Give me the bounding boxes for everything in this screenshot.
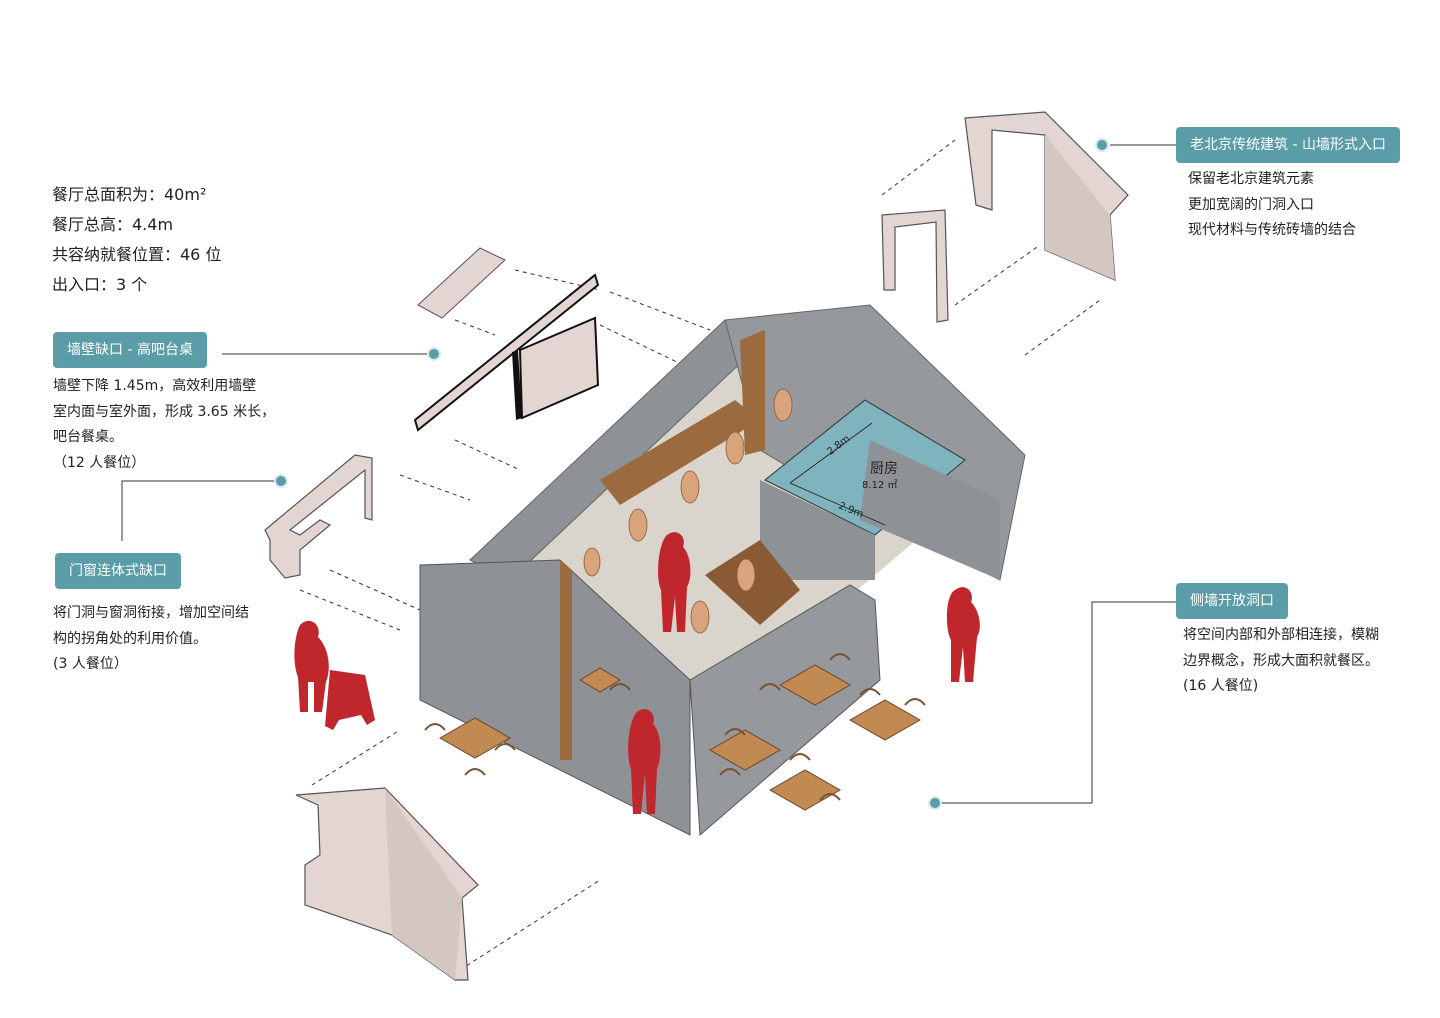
exploded-gable-side — [295, 787, 479, 981]
kitchen-area: 8.12 ㎡ — [862, 480, 898, 491]
stat-entrances: 出入口：3 个 — [52, 275, 148, 294]
side-desc-line: 边界概念，形成大面积就餐区。 — [1183, 652, 1379, 669]
window-desc-line: 将门洞与窗洞衔接，增加空间结 — [53, 605, 249, 621]
window-callout-tag: 门窗连体式缺口 — [55, 553, 181, 589]
entrance-desc-line: 更加宽阔的门洞入口 — [1188, 196, 1314, 213]
dining-tables — [438, 664, 922, 811]
restaurant-stats: 餐厅总面积为：40m² 餐厅总高：4.4m 共容纳就餐位置：46 位 出入口：3… — [52, 180, 221, 300]
window-callout-dot — [274, 474, 288, 488]
entrance-callout-dot — [1095, 138, 1109, 152]
side-desc-line: 将空间内部和外部相连接，模糊 — [1183, 627, 1379, 643]
entrance-desc-line: 现代材料与传统砖墙的结合 — [1188, 222, 1356, 238]
callout-leaders — [121, 144, 1176, 804]
bar-desc-line: （12 人餐位） — [53, 454, 146, 471]
window-desc-line: 构的拐角处的利用价值。 — [53, 630, 207, 647]
bar-desc-line: 吧台餐桌。 — [53, 429, 123, 445]
side-callout-tag: 侧墙开放洞口 — [1176, 583, 1288, 619]
window-callout-desc: 将门洞与窗洞衔接，增加空间结 构的拐角处的利用价值。 (3 人餐位） — [53, 601, 249, 678]
stat-height: 餐厅总高：4.4m — [52, 215, 174, 234]
entrance-desc-line: 保留老北京建筑元素 — [1188, 171, 1314, 187]
bar-callout-tag: 墙壁缺口 - 高吧台桌 — [53, 332, 207, 368]
exploded-window-piece — [264, 454, 373, 579]
exploded-gable-entrance — [881, 111, 1129, 323]
kitchen-name: 厨房 — [870, 461, 898, 477]
stat-seats: 共容纳就餐位置：46 位 — [52, 245, 222, 264]
entrance-callout-tag: 老北京传统建筑 - 山墙形式入口 — [1176, 127, 1400, 163]
bar-callout-desc: 墙壁下降 1.45m，高效利用墙壁 室内面与室外面，形成 3.65 米长， 吧台… — [53, 374, 275, 476]
window-desc-line: (3 人餐位） — [53, 656, 128, 672]
entrance-callout-desc: 保留老北京建筑元素 更加宽阔的门洞入口 现代材料与传统砖墙的结合 — [1188, 167, 1356, 244]
side-desc-line: (16 人餐位) — [1183, 678, 1259, 694]
pendant-lamps — [583, 388, 793, 634]
exploded-bar-panels — [413, 247, 600, 432]
people-figures — [294, 532, 980, 814]
side-callout-desc: 将空间内部和外部相连接，模糊 边界概念，形成大面积就餐区。 (16 人餐位) — [1183, 623, 1379, 700]
bar-desc-line: 室内面与室外面，形成 3.65 米长， — [53, 403, 276, 420]
kitchen-dimensions — [789, 422, 886, 526]
bar-desc-line: 墙壁下降 1.45m，高效利用墙壁 — [53, 378, 257, 394]
side-callout-dot — [928, 796, 942, 810]
stat-area: 餐厅总面积为：40m² — [52, 185, 207, 204]
chairs — [424, 653, 926, 801]
bar-callout-dot — [427, 347, 441, 361]
